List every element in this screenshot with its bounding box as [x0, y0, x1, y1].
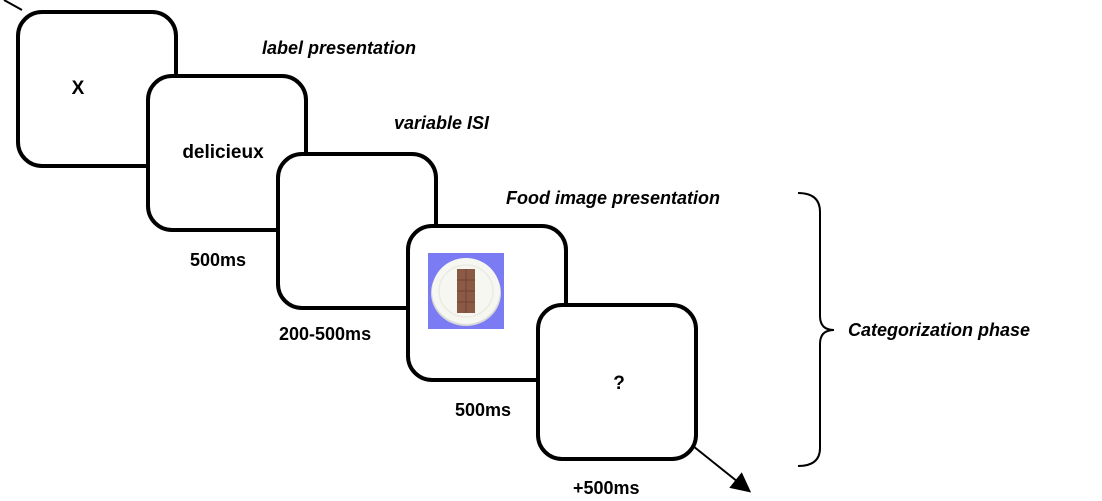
response-screen: ? [536, 303, 698, 461]
phase-label-isi: variable ISI [394, 113, 490, 133]
phase-label-categorization: Categorization phase [848, 320, 1031, 340]
duration-label: +500ms [573, 478, 640, 498]
plate-rim [438, 264, 494, 318]
question-mark: ? [613, 373, 625, 394]
categorization-brace [797, 192, 835, 467]
duration-label: 200-500ms [279, 324, 372, 344]
duration-label: 500ms [455, 400, 512, 420]
timeline-arrow [692, 445, 752, 493]
fixation-cross: X [71, 78, 85, 99]
timeline-start-line [3, 0, 23, 11]
duration-label: 500ms [190, 250, 247, 270]
chocolate-bar-image [428, 253, 504, 329]
phase-label-food-presentation: Food image presentation [506, 188, 721, 208]
phase-label-label-presentation: label presentation [262, 38, 417, 58]
label-word: delicieux [182, 142, 264, 163]
